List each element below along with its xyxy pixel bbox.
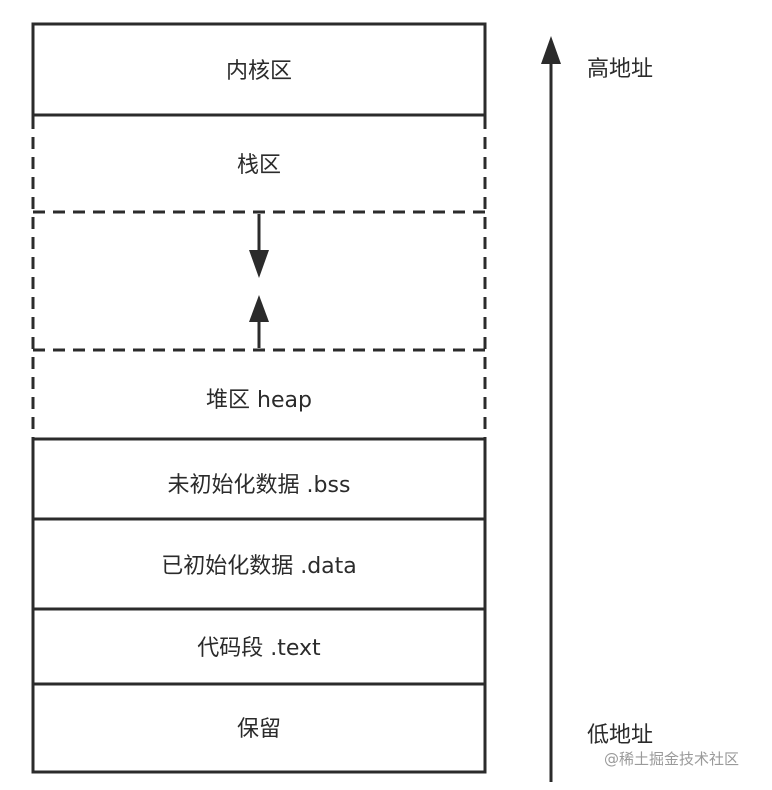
region-label-kernel: 内核区 <box>226 59 292 84</box>
region-label-text: 代码段 .text <box>197 636 321 661</box>
high-address-label: 高地址 <box>587 57 653 82</box>
region-label-data: 已初始化数据 .data <box>161 554 357 579</box>
heap-growth-arrow-icon <box>249 295 269 322</box>
region-label-heap: 堆区 heap <box>206 388 312 413</box>
low-address-label: 低地址 <box>587 723 653 748</box>
stack-growth-arrow-icon <box>249 250 269 278</box>
region-label-reserved: 保留 <box>237 717 281 742</box>
region-label-bss: 未初始化数据 .bss <box>168 473 351 498</box>
address-axis-arrow-icon <box>541 36 561 64</box>
region-label-stack: 栈区 <box>237 153 281 178</box>
watermark-text: @稀土掘金技术社区 <box>604 750 739 768</box>
